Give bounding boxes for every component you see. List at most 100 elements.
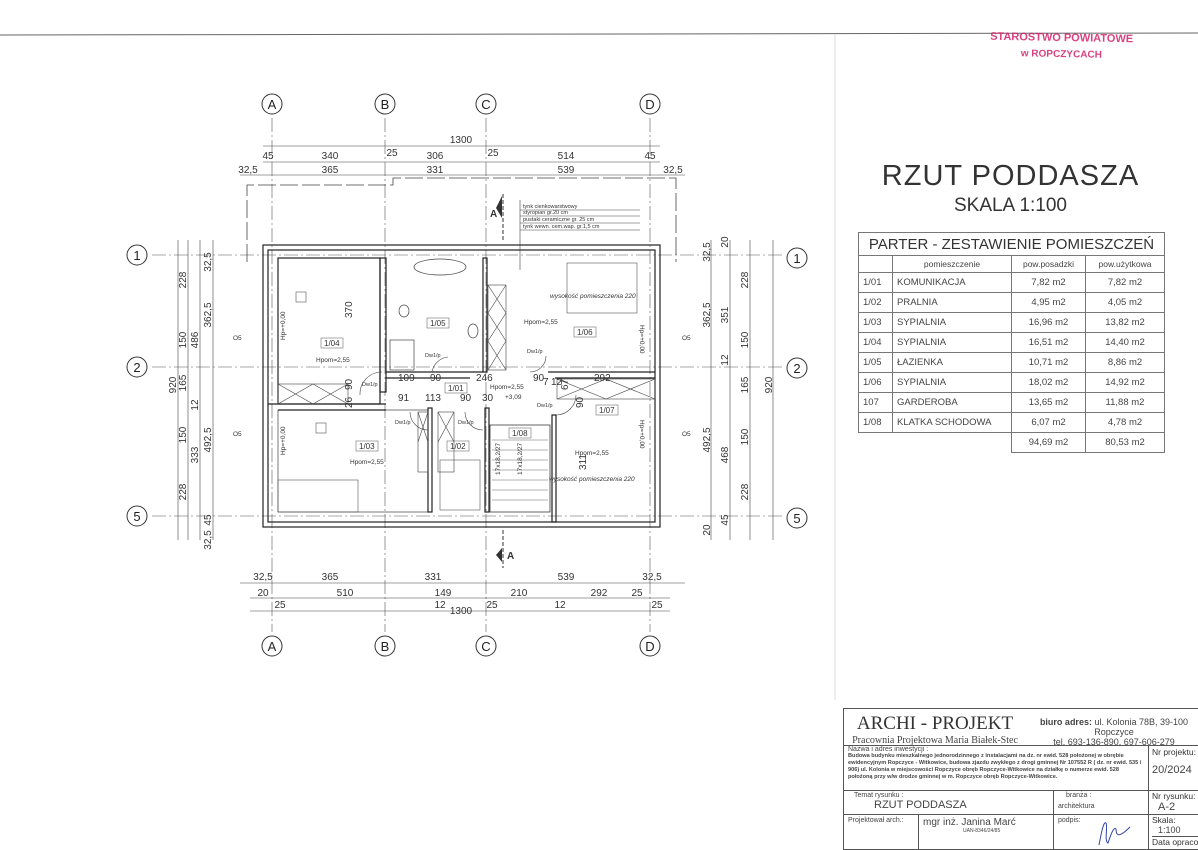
paper-edge-line <box>0 32 1198 36</box>
room-heights: Hpom=2,55 Hpom=2,55 Hpom=2,55 Hpom=2,55 … <box>233 293 691 483</box>
svg-text:Hp=+0,00: Hp=+0,00 <box>280 311 287 340</box>
svg-text:O5: O5 <box>682 335 691 342</box>
svg-text:514: 514 <box>558 151 575 162</box>
floor-area: 16,51 m2 <box>1011 332 1086 353</box>
svg-text:228: 228 <box>740 483 751 500</box>
svg-text:O5: O5 <box>233 335 242 342</box>
svg-text:67: 67 <box>560 378 571 390</box>
drawing-no: A-2 <box>1158 801 1176 813</box>
svg-text:351: 351 <box>720 306 731 323</box>
svg-text:5: 5 <box>793 511 800 526</box>
svg-text:362,5: 362,5 <box>203 302 214 327</box>
svg-text:45: 45 <box>203 514 214 526</box>
svg-text:wysokość pomieszczenia 220: wysokość pomieszczenia 220 <box>550 293 636 300</box>
svg-text:486: 486 <box>190 331 201 348</box>
svg-text:1: 1 <box>133 248 140 263</box>
floor-area: 4,95 m2 <box>1011 292 1086 313</box>
axis-marker-2-left: 2 <box>126 356 148 378</box>
svg-text:Hpom=2,55: Hpom=2,55 <box>490 384 524 391</box>
wardrobes <box>277 284 656 473</box>
scale-value: 1:100 <box>1152 825 1198 837</box>
svg-text:468: 468 <box>720 446 731 463</box>
drawing-scale: SKALA 1:100 <box>953 195 1068 216</box>
chair-icon <box>315 422 327 434</box>
svg-text:165: 165 <box>178 374 189 391</box>
office-address: ul. Kolonia 78B, 39-100 Ropczyce <box>1094 717 1189 737</box>
svg-text:25: 25 <box>651 600 663 611</box>
axis-marker-C-top: C <box>475 93 497 115</box>
svg-text:1/01: 1/01 <box>448 384 464 393</box>
walls <box>262 244 661 528</box>
room-labels: 1/01 1/02 1/03 1/04 1/05 1/06 1/07 1/08 <box>320 317 619 452</box>
floor-area: 16,96 m2 <box>1011 312 1086 333</box>
floor-area: 13,65 m2 <box>1011 392 1086 413</box>
svg-text:90: 90 <box>533 373 545 384</box>
svg-text:Hpom=2,55: Hpom=2,55 <box>575 450 609 457</box>
svg-text:246: 246 <box>476 373 493 384</box>
svg-text:C: C <box>481 97 490 112</box>
svg-text:Hpom=2,55: Hpom=2,55 <box>350 459 384 466</box>
svg-text:32,5: 32,5 <box>238 165 258 176</box>
drawing-topic-label: Temat rysunku : <box>854 792 904 799</box>
svg-text:12: 12 <box>720 354 731 366</box>
svg-text:1/05: 1/05 <box>430 319 446 328</box>
total-usable-area: 80,53 m2 <box>1085 432 1165 453</box>
svg-text:7: 7 <box>543 377 549 388</box>
svg-text:Hp=+0,00: Hp=+0,00 <box>280 426 287 455</box>
svg-text:wysokość pomieszczenia 220: wysokość pomieszczenia 220 <box>549 476 635 483</box>
svg-text:2: 2 <box>133 360 140 375</box>
chair-icon <box>295 291 307 303</box>
svg-text:1/08: 1/08 <box>512 429 528 438</box>
investment-description: Budowa budynku mieszkalnego jednorodzinn… <box>848 753 1142 780</box>
room-number: 107 <box>858 392 893 413</box>
floor-area: 18,02 m2 <box>1011 372 1086 393</box>
axis-marker-2-right: 2 <box>786 357 808 379</box>
floor-area: 6,07 m2 <box>1011 412 1086 433</box>
svg-text:365: 365 <box>322 165 339 176</box>
stamp-line-1: STAROSTWO POWIATOWE <box>990 30 1134 46</box>
usable-area: 8,86 m2 <box>1085 352 1165 373</box>
svg-text:90: 90 <box>575 396 586 408</box>
section-marker-top: A <box>490 194 504 240</box>
roof-outline <box>246 177 677 262</box>
axis-marker-1-right: 1 <box>786 247 808 269</box>
room-name: KLATKA SCHODOWA <box>892 412 1012 433</box>
svg-text:30: 30 <box>482 393 494 404</box>
drawing-title: RZUT PODDASZA SKALA 1:100 <box>868 160 1153 217</box>
usable-area: 14,40 m2 <box>1085 332 1165 353</box>
col-header-room: pomieszczenie <box>892 255 1012 273</box>
scale-label: Skala: <box>1152 815 1176 825</box>
svg-text:333: 333 <box>190 446 201 463</box>
section-marker-bottom: A <box>496 530 514 568</box>
svg-text:A: A <box>507 551 514 562</box>
svg-text:492,5: 492,5 <box>702 427 713 452</box>
svg-text:331: 331 <box>427 165 444 176</box>
svg-text:A: A <box>268 639 277 654</box>
svg-text:90: 90 <box>460 393 472 404</box>
svg-text:Hp=+0,00: Hp=+0,00 <box>638 420 645 449</box>
svg-text:1300: 1300 <box>450 606 473 617</box>
usable-area: 14,92 m2 <box>1085 372 1165 393</box>
svg-text:O5: O5 <box>233 431 242 438</box>
room-table-title: PARTER - ZESTAWIENIE POMIESZCZEŃ <box>858 232 1165 256</box>
svg-text:150: 150 <box>178 331 189 348</box>
svg-text:2: 2 <box>793 361 800 376</box>
room-number: 1/04 <box>858 332 893 353</box>
room-number: 1/06 <box>858 372 893 393</box>
signature <box>1098 822 1131 846</box>
staircase <box>492 439 548 501</box>
svg-text:90: 90 <box>344 378 355 390</box>
axis-grid <box>152 118 782 632</box>
office-label: biuro adres: <box>1039 717 1092 727</box>
svg-text:45: 45 <box>262 151 274 162</box>
room-number: 1/01 <box>858 272 893 293</box>
svg-text:tynk wewn. cem.wap. gr.1,5 cm: tynk wewn. cem.wap. gr.1,5 cm <box>523 224 600 230</box>
svg-text:150: 150 <box>740 428 751 445</box>
svg-text:12: 12 <box>554 600 566 611</box>
svg-text:12: 12 <box>551 377 563 388</box>
svg-text:12: 12 <box>434 600 446 611</box>
svg-text:150: 150 <box>178 426 189 443</box>
